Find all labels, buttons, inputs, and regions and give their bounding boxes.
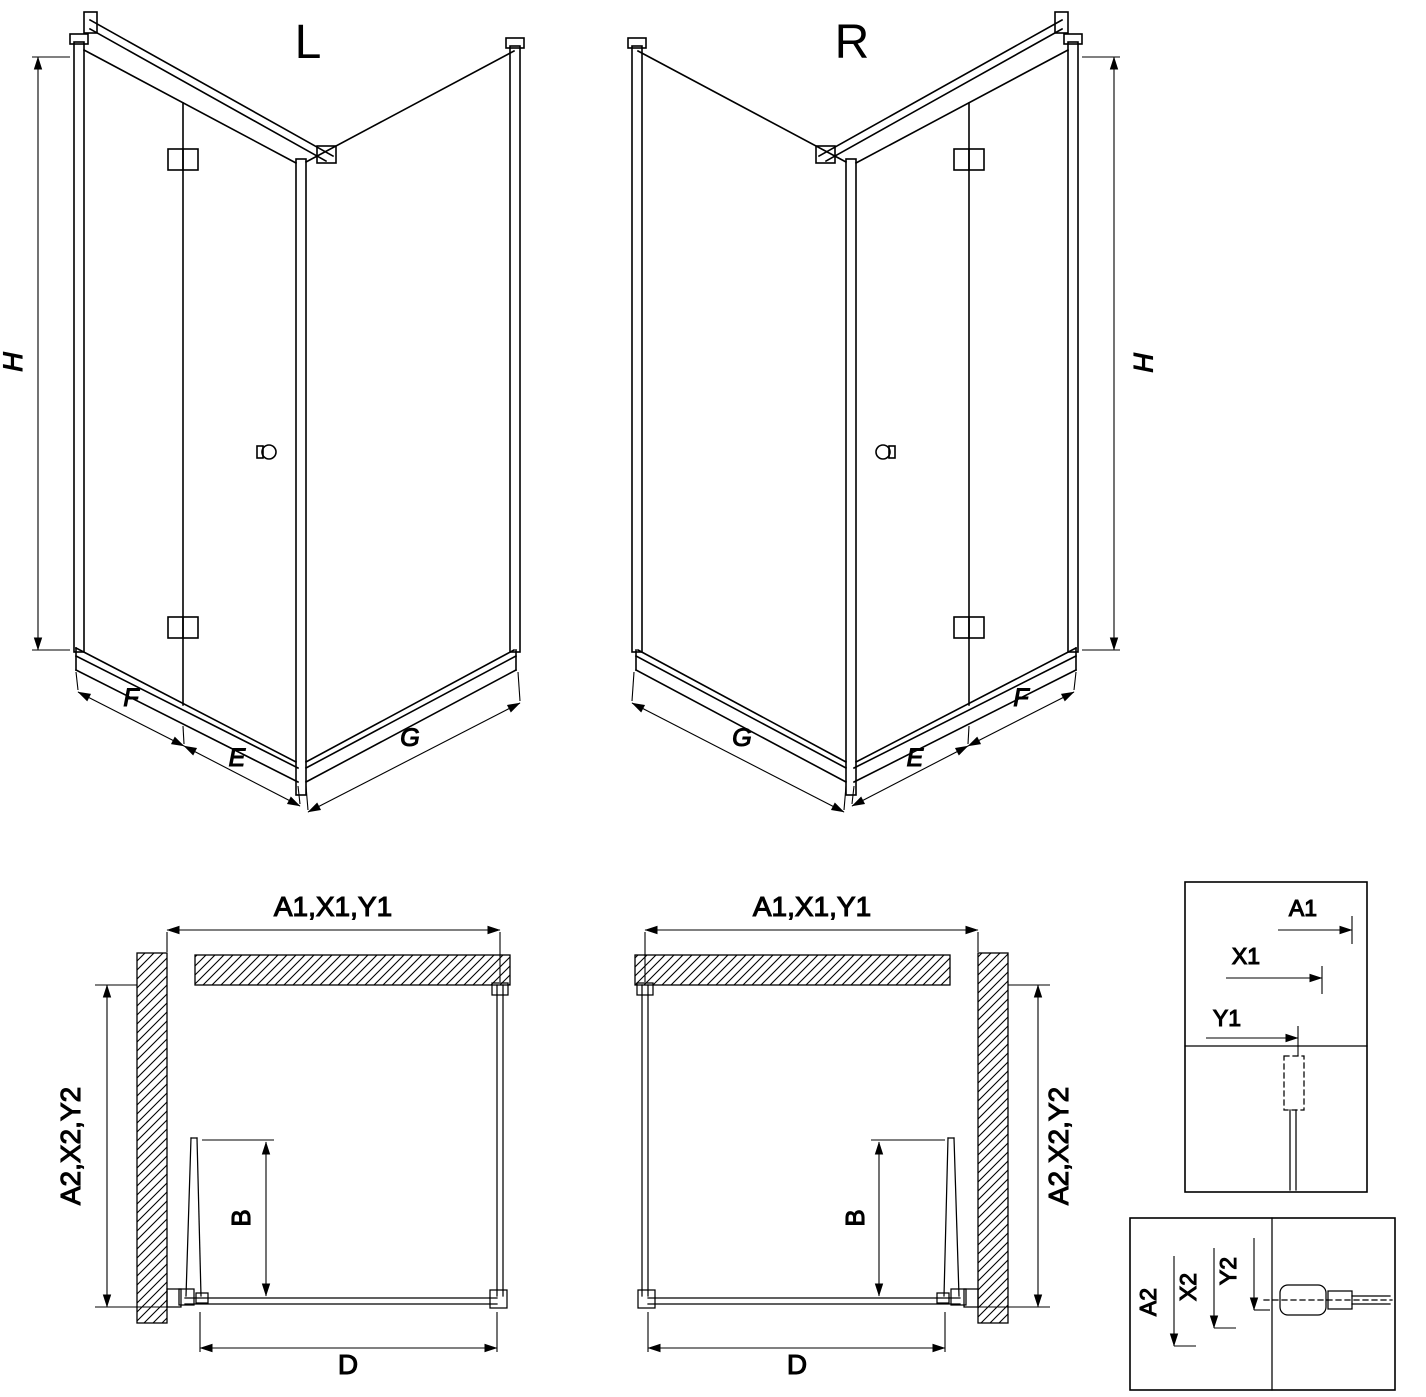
- dim-a2x2y2-label: A2,X2,Y2: [1043, 1087, 1074, 1205]
- enclosure-structure-r: [627, 11, 1083, 796]
- plan-folded-door-r: [936, 1137, 979, 1308]
- dim-a1x1y1-label: A1,X1,Y1: [753, 891, 871, 922]
- detail-profile-section: [1263, 1284, 1393, 1316]
- dim-b-label: B: [840, 1209, 870, 1226]
- detail-box-depth: A2 X2 Y2: [1129, 1217, 1396, 1391]
- hinge-top: [167, 148, 199, 171]
- dim-door-open-r: B: [839, 1139, 945, 1297]
- dim-side-l: G: [305, 671, 521, 813]
- door-handle: [875, 444, 896, 460]
- detail-y2-label: Y2: [1215, 1257, 1241, 1285]
- dim-e-label: E: [229, 744, 246, 772]
- enclosure-structure-l: [69, 11, 525, 796]
- detail-y1-label: Y1: [1213, 1005, 1241, 1031]
- wall-profile-left-cap: [627, 37, 647, 49]
- dim-door-open-l: B: [202, 1139, 274, 1297]
- dim-b-label: B: [226, 1209, 256, 1226]
- door-handle: [256, 444, 277, 460]
- perspective-view-l: L: [0, 11, 525, 813]
- door-pivot-block: [950, 1288, 967, 1306]
- dim-a1x1y1-label: A1,X1,Y1: [274, 891, 392, 922]
- dim-e-label: E: [907, 744, 924, 772]
- bar-corner-fitting: [815, 145, 836, 164]
- dim-depth-left-l: A2,X2,Y2: [54, 984, 180, 1308]
- detail-a2-label: A2: [1135, 1288, 1161, 1316]
- door-pivot-block: [178, 1288, 195, 1306]
- wall-hatch-right: [977, 952, 1009, 1324]
- perspective-view-r: R: [627, 11, 1159, 813]
- wall-profile-right: [1067, 41, 1079, 653]
- detail-x2: X2: [1174, 1248, 1236, 1329]
- bar-wall-bracket: [1054, 11, 1069, 34]
- glass-top-connector: [491, 982, 509, 996]
- dim-g-label: G: [400, 724, 419, 752]
- wall-hatch-left: [136, 952, 168, 1324]
- wall-profile-left-cap: [69, 33, 89, 45]
- glass-top-connector: [636, 982, 654, 996]
- dim-height-label: H: [1128, 352, 1158, 372]
- detail-a1: A1: [1278, 894, 1353, 944]
- dim-height-l: H: [0, 56, 70, 651]
- wall-profile-right-cap: [1063, 33, 1083, 45]
- view-title-r: R: [835, 16, 870, 69]
- corner-post: [845, 158, 857, 796]
- hinge-top: [953, 148, 985, 171]
- wall-profile-right-cap: [505, 37, 525, 49]
- plan-glass-l: [184, 982, 509, 1309]
- dim-depth-right-r: A2,X2,Y2: [965, 984, 1075, 1308]
- glass-corner-block: [637, 1289, 656, 1309]
- door-foot-block: [195, 1292, 209, 1304]
- dim-d-label: D: [338, 1349, 358, 1380]
- dim-g-label: G: [732, 724, 751, 752]
- dim-f-label: F: [123, 684, 140, 712]
- dim-side-r: G: [631, 671, 847, 813]
- detail-box-width: A1 X1 Y1: [1184, 881, 1368, 1193]
- wall-hatch-top: [634, 954, 951, 986]
- dim-front-chain-r: F E: [851, 671, 1077, 807]
- bar-wall-bracket: [83, 11, 98, 34]
- wall-hatch-top: [194, 954, 511, 986]
- plan-view-r: A1,X1,Y1 A2,X2,Y2 B D: [634, 890, 1075, 1381]
- dim-entry-l: D: [199, 1312, 498, 1381]
- detail-box-frame: [1129, 1217, 1396, 1391]
- plan-folded-door-l: [166, 1137, 209, 1308]
- detail-y2: Y2: [1214, 1238, 1270, 1311]
- wall-profile-left: [73, 41, 85, 653]
- hinge-bottom: [953, 616, 985, 639]
- wall-profile-right: [509, 45, 521, 653]
- dim-d-label: D: [787, 1349, 807, 1380]
- dim-width-top-l: A1,X1,Y1: [166, 890, 501, 982]
- plan-glass-r: [636, 982, 961, 1309]
- view-title-l: L: [295, 16, 322, 69]
- detail-x2-label: X2: [1175, 1273, 1201, 1301]
- dim-front-chain-l: F E: [75, 671, 301, 807]
- door-foot-block: [936, 1292, 950, 1304]
- dim-a2x2y2-label: A2,X2,Y2: [55, 1087, 86, 1205]
- dim-height-r: H: [1082, 56, 1159, 651]
- glass-corner-block: [489, 1289, 508, 1309]
- detail-box-frame: [1184, 881, 1368, 1193]
- dim-height-label: H: [0, 352, 28, 372]
- corner-post: [295, 158, 307, 796]
- detail-y1: Y1: [1206, 1004, 1299, 1056]
- detail-x1: X1: [1226, 942, 1323, 994]
- plan-view-l: A1,X1,Y1 A2,X2,Y2 B D: [54, 890, 511, 1381]
- detail-a1-label: A1: [1289, 895, 1317, 921]
- detail-profile-section: [1283, 1055, 1305, 1191]
- dim-width-top-r: A1,X1,Y1: [644, 890, 979, 982]
- hinge-bottom: [167, 616, 199, 639]
- detail-x1-label: X1: [1232, 943, 1260, 969]
- dim-f-label: F: [1013, 684, 1030, 712]
- dim-entry-r: D: [647, 1312, 946, 1381]
- detail-a2: A2: [1134, 1256, 1196, 1347]
- bar-corner-fitting: [316, 145, 337, 164]
- wall-profile-left: [631, 45, 643, 653]
